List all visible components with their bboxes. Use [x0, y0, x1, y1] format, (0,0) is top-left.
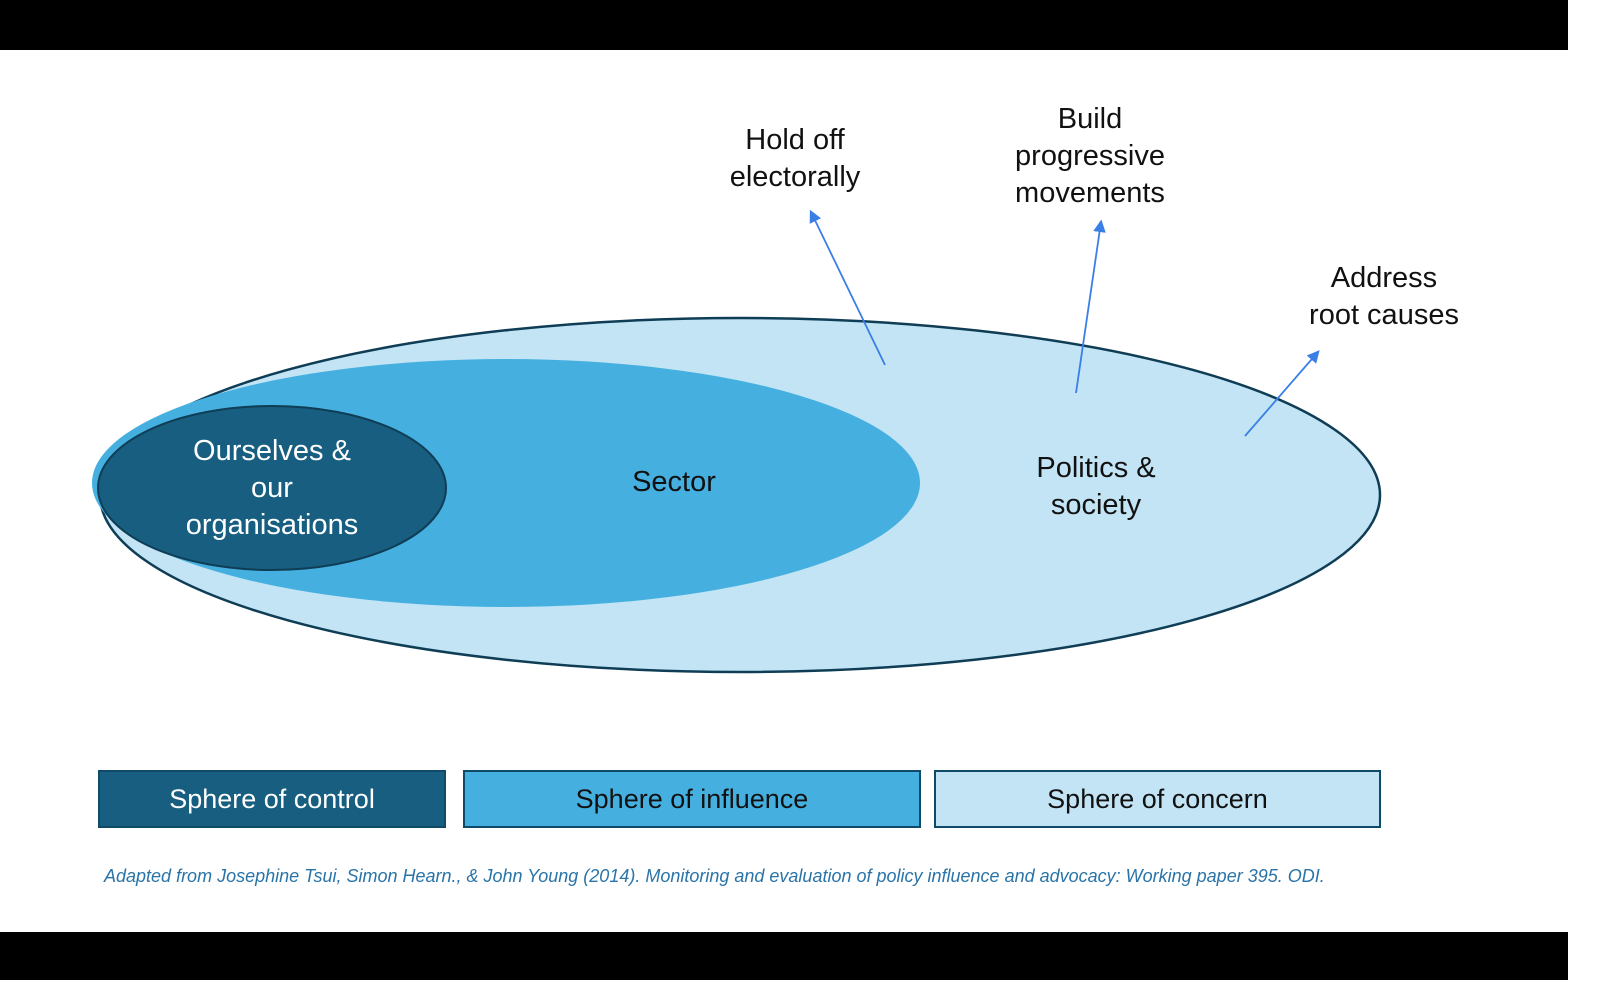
outcome-line: Build	[1057, 103, 1123, 135]
legend-sphere-of-control: Sphere of control	[98, 770, 446, 828]
concern-label-line: Politics &	[1036, 452, 1156, 484]
outcome-line: Hold off	[745, 124, 845, 156]
outcome-address-root-causes: Address root causes	[1284, 260, 1484, 334]
arrow-address-root-causes	[1244, 350, 1320, 437]
citation: Adapted from Josephine Tsui, Simon Hearn…	[104, 866, 1325, 886]
outcome-line: movements	[1015, 177, 1165, 209]
concern-label-line: society	[1050, 489, 1142, 521]
bottom-letterbox-bar	[0, 932, 1568, 980]
control-label-line: organisations	[185, 509, 359, 541]
outcome-build-progressive-movements: Build progressive movements	[980, 101, 1200, 212]
legend-label: Sphere of influence	[575, 783, 809, 814]
outcome-line: progressive	[1015, 140, 1165, 172]
sphere-of-influence-label: Sector	[632, 466, 716, 498]
outcome-hold-off-electorally: Hold off electorally	[695, 122, 895, 196]
sphere-of-control-ellipse	[97, 405, 447, 571]
outcome-line: Address	[1330, 262, 1438, 294]
sphere-of-concern-label: Politics & society	[996, 450, 1196, 524]
legend-label: Sphere of control	[169, 783, 375, 814]
control-label-line: our	[251, 472, 293, 504]
sphere-of-control-label: Ourselves & our organisations	[132, 433, 412, 544]
arrow-build-progressive-movements	[1075, 219, 1106, 394]
outcome-line: electorally	[729, 161, 861, 193]
arrow-hold-off-electorally	[809, 209, 886, 366]
legend-sphere-of-influence: Sphere of influence	[463, 770, 921, 828]
legend-sphere-of-concern: Sphere of concern	[934, 770, 1381, 828]
legend-label: Sphere of concern	[1047, 783, 1268, 814]
spheres-diagram	[92, 209, 1382, 674]
outcome-line: root causes	[1309, 299, 1459, 331]
top-letterbox-bar	[0, 0, 1568, 50]
control-label-line: Ourselves &	[193, 435, 351, 467]
